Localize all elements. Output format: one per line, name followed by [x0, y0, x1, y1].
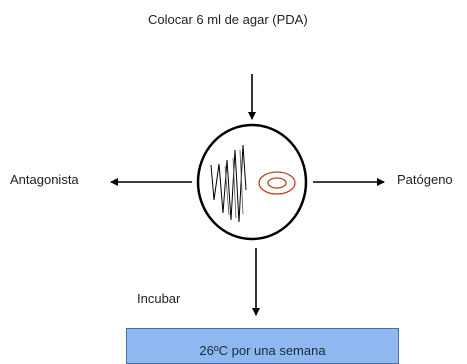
petri-dish — [196, 123, 308, 241]
pathogen-label: Patógeno — [397, 172, 453, 187]
step-title: Colocar 6 ml de agar (PDA) — [148, 12, 308, 27]
antagonist-streak — [210, 144, 247, 223]
antagonist-streak-shade — [224, 149, 244, 219]
result-box: 26ºC por una semana — [126, 328, 399, 364]
pathogen-outer-ring — [258, 171, 296, 195]
pathogen-inner-ring — [267, 177, 287, 189]
incubate-label: Incubar — [137, 291, 181, 306]
antagonist-label: Antagonista — [10, 172, 79, 187]
result-box-text: 26ºC por una semana — [199, 343, 326, 358]
